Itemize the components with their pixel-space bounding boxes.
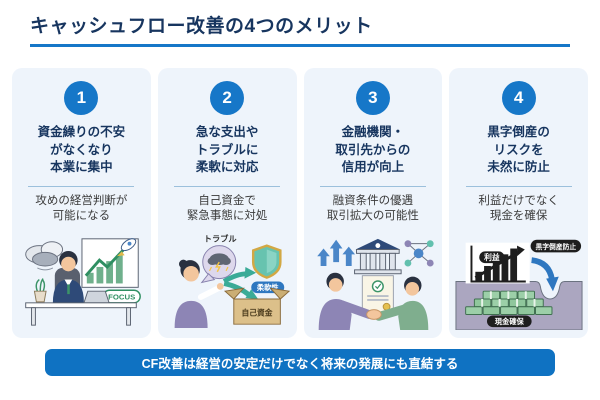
cash-stacks-icon bbox=[464, 290, 553, 315]
summary-banner-text: CF改善は経営の安定だけでなく将来の発展にも直結する bbox=[141, 357, 459, 371]
card-1-subtext: 攻めの経営判断が 可能になる bbox=[35, 194, 128, 223]
card-3-heading: 金融機関・ 取引先からの 信用が向上 bbox=[335, 125, 411, 174]
page-title: キャッシュフロー改善の4つのメリット bbox=[30, 16, 373, 37]
profit-chart-icon bbox=[465, 242, 530, 284]
benefit-card-2: 2 急な支出や トラブルに 柔軟に対応 自己資金で 緊急事態に対処 トラブル bbox=[157, 68, 297, 338]
card-1-illustration: FOCUS bbox=[25, 238, 142, 326]
card-4-divider bbox=[465, 185, 572, 187]
cash-badge-label: 現金確保 bbox=[494, 317, 524, 326]
certificate-icon bbox=[361, 275, 394, 314]
network-icon bbox=[404, 240, 434, 267]
card-3-divider bbox=[319, 185, 426, 187]
benefit-cards-row: 1 資金繰りの不安 がなくなり 本業に集中 攻めの経営判断が 可能になる bbox=[12, 68, 588, 338]
cash-badge: 現金確保 bbox=[486, 315, 532, 328]
avoid-pit-arrow-icon bbox=[530, 257, 559, 292]
title-underline bbox=[30, 44, 570, 47]
storm-cloud-icon bbox=[25, 241, 64, 271]
card-4-subtext: 利益だけでなく 現金を確保 bbox=[478, 194, 559, 223]
benefit-card-1: 1 資金繰りの不安 がなくなり 本業に集中 攻めの経営判断が 可能になる bbox=[12, 68, 151, 338]
plant-icon bbox=[34, 278, 48, 303]
benefit-card-4: 4 黒字倒産の リスクを 未然に防止 利益だけでなく 現金を確保 bbox=[449, 68, 588, 338]
card-4-illustration: 利益 黒字倒産防止 bbox=[455, 239, 583, 330]
own-funds-label: 自己資金 bbox=[242, 307, 273, 317]
card-2-divider bbox=[174, 185, 281, 187]
trouble-bubble-icon bbox=[200, 245, 237, 284]
card-2-heading: 急な支出や トラブルに 柔軟に対応 bbox=[195, 125, 259, 174]
businessman-at-desk-illustration bbox=[25, 250, 138, 326]
growth-chart-icon bbox=[81, 238, 140, 288]
card-3-illustration bbox=[317, 238, 434, 330]
trouble-label: トラブル bbox=[204, 234, 238, 244]
up-arrows-icon bbox=[317, 239, 355, 266]
card-3-number-badge: 3 bbox=[355, 81, 390, 115]
card-2-illustration: トラブル 柔軟性 bbox=[174, 234, 291, 329]
focus-badge-label: FOCUS bbox=[109, 292, 136, 301]
woman-illustration bbox=[174, 259, 224, 329]
card-4-heading: 黒字倒産の リスクを 未然に防止 bbox=[487, 125, 550, 174]
flexibility-badge-label: 柔軟性 bbox=[256, 283, 280, 292]
summary-banner: CF改善は経営の安定だけでなく将来の発展にも直結する bbox=[45, 349, 555, 376]
benefit-card-3: 3 金融機関・ 取引先からの 信用が向上 融資条件の優遇 取引拡大の可能性 bbox=[303, 68, 443, 338]
rocket-icon bbox=[117, 238, 137, 257]
card-3-subtext: 融資条件の優遇 取引拡大の可能性 bbox=[326, 194, 419, 223]
profit-badge: 利益 bbox=[478, 251, 505, 264]
handshake-illustration bbox=[318, 272, 429, 330]
card-1-heading: 資金繰りの不安 がなくなり 本業に集中 bbox=[37, 125, 126, 174]
profit-badge-label: 利益 bbox=[484, 252, 500, 262]
card-1-divider bbox=[28, 185, 135, 187]
card-4-number-badge: 4 bbox=[501, 81, 536, 115]
bank-icon bbox=[353, 238, 402, 275]
card-1-number-badge: 1 bbox=[64, 81, 99, 115]
prevention-badge-label: 黒字倒産防止 bbox=[535, 242, 576, 251]
card-2-subtext: 自己資金で 緊急事態に対処 bbox=[186, 194, 268, 223]
shield-icon bbox=[252, 244, 282, 279]
card-2-number-badge: 2 bbox=[210, 81, 245, 115]
double-arrow-icon bbox=[222, 266, 259, 299]
money-box-icon: 自己資金 bbox=[224, 287, 291, 325]
prevention-badge: 黒字倒産防止 bbox=[530, 239, 581, 253]
